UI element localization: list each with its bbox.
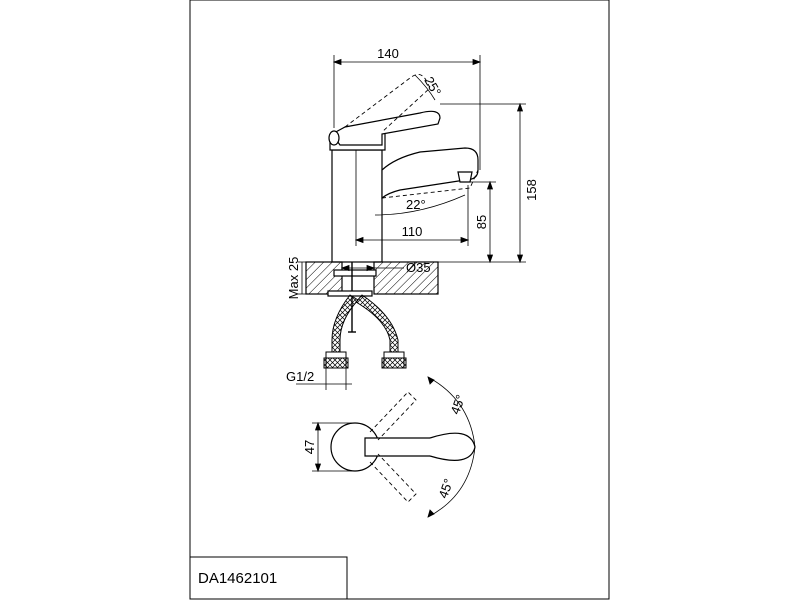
spout-ghost — [381, 169, 479, 199]
mounting-nut — [333, 269, 377, 277]
side-dimensions — [296, 55, 526, 390]
lever-ghost — [344, 74, 431, 133]
countertop-right — [373, 261, 439, 295]
side-view — [328, 74, 479, 263]
dim-hole-diameter: Ø35 — [406, 260, 431, 275]
aerator — [457, 171, 473, 183]
dim-spout-height: 85 — [474, 215, 489, 229]
countertop-left — [305, 261, 343, 295]
dim-body-width: 47 — [302, 440, 317, 454]
lever-knob — [328, 130, 340, 146]
dim-overall-length: 140 — [377, 46, 399, 61]
title-block — [189, 556, 348, 600]
dim-spout-angle: 22° — [406, 197, 426, 212]
dim-height: 158 — [524, 179, 539, 201]
flex-hoses — [323, 294, 407, 369]
lever-ghost-down — [369, 453, 417, 503]
spout-top — [429, 432, 476, 461]
lever-top — [364, 437, 441, 457]
dim-rotation-bottom: 45° — [435, 477, 456, 501]
hose-nut-right — [381, 357, 407, 369]
top-view — [330, 391, 476, 503]
dim-max-thickness: Max 25 — [286, 257, 301, 300]
faucet-body — [331, 149, 383, 263]
sheet-border — [189, 0, 610, 600]
product-code: DA1462101 — [198, 570, 277, 587]
dim-spout-reach: 110 — [402, 224, 423, 239]
hose-nut-left — [323, 357, 349, 369]
dim-thread: G1/2 — [286, 369, 314, 384]
dim-rotation-top: 45° — [447, 393, 468, 417]
countertop-section — [305, 261, 439, 333]
top-dimensions — [312, 376, 476, 518]
lever-ghost-up — [369, 391, 417, 441]
hose-right — [355, 294, 399, 353]
hose-left — [331, 294, 359, 353]
